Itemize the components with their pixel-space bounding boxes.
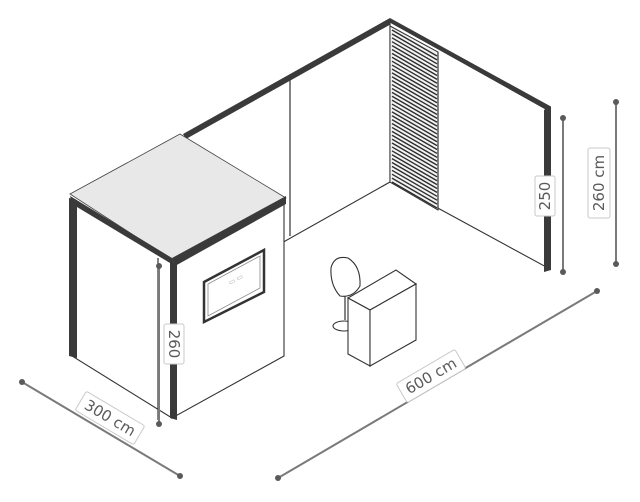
slat-line bbox=[391, 83, 438, 112]
slat-line bbox=[391, 130, 438, 158]
slat-line bbox=[391, 134, 438, 162]
slat-line bbox=[391, 76, 438, 104]
slat-line bbox=[391, 169, 438, 197]
slat-line bbox=[391, 56, 438, 84]
slat-line bbox=[391, 111, 438, 139]
slat-line bbox=[391, 87, 438, 116]
slat-line bbox=[391, 68, 438, 96]
slat-line bbox=[391, 80, 438, 108]
slat-line bbox=[391, 150, 438, 178]
slat-line bbox=[391, 64, 438, 92]
slat-line bbox=[391, 165, 438, 194]
slat-line bbox=[391, 107, 438, 135]
slat-line bbox=[391, 95, 438, 123]
slat-line bbox=[391, 122, 438, 151]
wall-screen: ▭ ▭ bbox=[202, 247, 266, 325]
slat-line bbox=[391, 41, 438, 69]
slat-line bbox=[391, 29, 438, 57]
slat-line bbox=[391, 138, 438, 166]
dim-length: 600 cm bbox=[275, 288, 600, 481]
slat-wall-panel bbox=[389, 25, 439, 211]
slat-line bbox=[391, 99, 438, 127]
dim-cabin-height: 260 bbox=[156, 263, 185, 427]
slat-line bbox=[391, 154, 438, 182]
storage-cabin bbox=[69, 133, 287, 420]
slat-line bbox=[391, 103, 438, 131]
slat-line bbox=[391, 60, 438, 88]
slat-line bbox=[391, 142, 438, 170]
dim-cabin-height-label: 260 bbox=[165, 330, 183, 359]
slat-line bbox=[391, 126, 438, 155]
dim-panel-height: 250 bbox=[534, 115, 566, 275]
slat-line bbox=[391, 119, 438, 147]
slat-line bbox=[391, 181, 438, 209]
slat-line bbox=[391, 37, 438, 65]
slat-line bbox=[391, 161, 438, 190]
slat-line bbox=[391, 33, 438, 61]
slat-line bbox=[391, 115, 438, 143]
slat-line bbox=[391, 52, 438, 80]
reception-counter bbox=[346, 269, 418, 367]
slat-line bbox=[391, 91, 438, 119]
slat-line bbox=[391, 173, 438, 201]
slat-line bbox=[391, 72, 438, 100]
dim-wall-height-label: 260 cm bbox=[590, 155, 608, 211]
slat-line bbox=[391, 44, 438, 73]
dim-panel-height-label: 250 bbox=[536, 182, 554, 211]
slat-line bbox=[391, 177, 438, 205]
slat-line bbox=[391, 48, 438, 77]
dim-wall-height: 260 cm bbox=[587, 99, 619, 267]
slat-line bbox=[391, 158, 438, 186]
slat-line bbox=[391, 146, 438, 174]
